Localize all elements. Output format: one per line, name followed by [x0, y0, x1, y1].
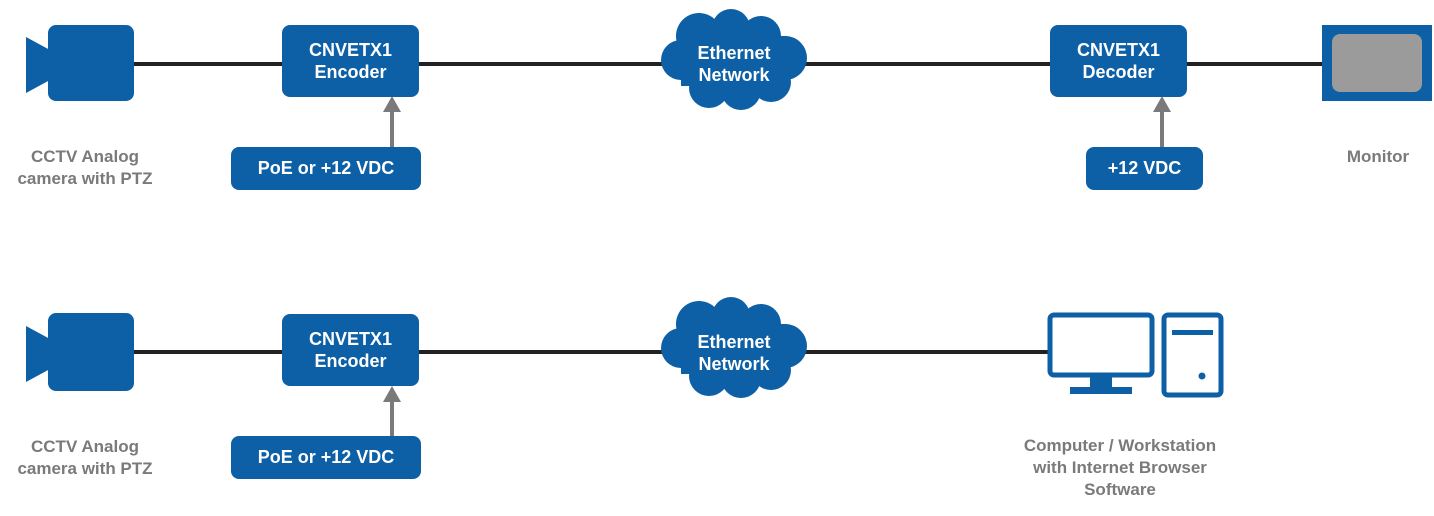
- row2-encoder-power-arrow: [383, 386, 401, 436]
- row1-encoder-power-arrow: [383, 96, 401, 147]
- row1-network-label-line1: Ethernet: [697, 43, 771, 63]
- row1-network-label-line2: Network: [698, 65, 770, 85]
- row1-decoder-label: Decoder: [1082, 62, 1155, 82]
- workstation-caption-line2: with Internet Browser: [1033, 458, 1207, 477]
- row1-encoder-label: Encoder: [314, 62, 387, 82]
- row1-encoder-model: CNVETX1: [308, 40, 393, 60]
- monitor-icon: [1322, 25, 1432, 101]
- row2-video-camera-icon: [26, 313, 134, 391]
- row2-camera-caption-line2: camera with PTZ: [17, 459, 153, 478]
- row2-network-label-line2: Network: [698, 354, 770, 374]
- tower-power-light: [1198, 372, 1206, 380]
- monitor-stand: [1090, 376, 1112, 388]
- row1-decoder-model: CNVETX1: [1076, 40, 1161, 60]
- row1-encoder-box: CNVETX1 Encoder: [282, 25, 419, 97]
- row2-encoder-box: CNVETX1 Encoder: [282, 314, 419, 386]
- computer-workstation-icon: [1047, 312, 1224, 398]
- row1-network-label: Ethernet Network: [659, 42, 809, 86]
- row1-camera-caption-line2: camera with PTZ: [17, 169, 153, 188]
- workstation-caption-line1: Computer / Workstation: [1023, 436, 1217, 455]
- row1-encoder-power-box: PoE or +12 VDC: [231, 147, 421, 190]
- workstation-caption: Computer / Workstation with Internet Bro…: [1000, 435, 1240, 501]
- monitor-base: [1070, 387, 1132, 394]
- row2-network-label: Ethernet Network: [659, 331, 809, 375]
- row2-encoder-label: Encoder: [314, 351, 387, 371]
- row1-camera-caption-line1: CCTV Analog: [31, 147, 139, 166]
- workstation-caption-line3: Software: [1084, 480, 1156, 499]
- row1-decoder-box: CNVETX1 Decoder: [1050, 25, 1187, 97]
- row2-camera-caption-line1: CCTV Analog: [31, 437, 139, 456]
- monitor-caption: Monitor: [1346, 147, 1410, 166]
- row2-network-label-line1: Ethernet: [697, 332, 771, 352]
- row2-camera-caption: CCTV Analog camera with PTZ: [5, 436, 165, 480]
- row2-encoder-model: CNVETX1: [308, 329, 393, 349]
- row1-video-camera-icon: [26, 25, 134, 101]
- row1-decoder-power-arrow: [1153, 96, 1171, 147]
- row2-encoder-power-box: PoE or +12 VDC: [231, 436, 421, 479]
- row1-decoder-power-box: +12 VDC: [1086, 147, 1203, 190]
- tower-drive-slot: [1172, 330, 1213, 335]
- row1-camera-caption: CCTV Analog camera with PTZ: [5, 146, 165, 190]
